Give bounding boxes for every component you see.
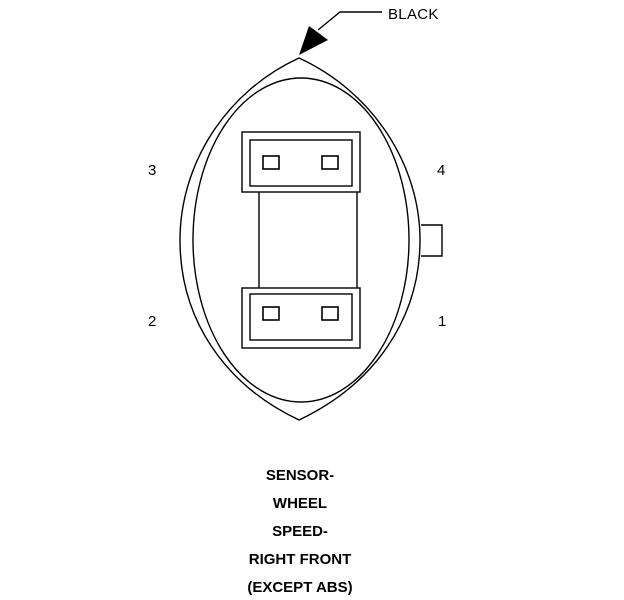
terminal-3 (262, 155, 280, 170)
caption-line-5: (EXCEPT ABS) (247, 579, 353, 596)
caption-line-1: SENSOR- (265, 467, 335, 484)
callout-arrow (299, 11, 382, 55)
pin-label-3: 3 (148, 162, 157, 179)
pin-label-1: 1 (438, 313, 447, 330)
caption-line-4: RIGHT FRONT (248, 551, 352, 568)
terminal-4 (321, 155, 339, 170)
terminal-2 (262, 306, 280, 321)
connector-inner-shell (192, 77, 410, 403)
caption-line-3: SPEED- (272, 523, 328, 540)
terminal-housing-bottom (241, 287, 361, 349)
locking-tab (421, 224, 443, 257)
connector-middle-body (258, 192, 358, 288)
terminal-1 (321, 306, 339, 321)
pin-label-2: 2 (148, 313, 157, 330)
callout-label-black: BLACK (388, 6, 439, 23)
caption-line-2: WHEEL (272, 495, 328, 512)
terminal-housing-top (241, 131, 361, 193)
pin-label-4: 4 (437, 162, 446, 179)
connector-outer-shell (179, 57, 421, 421)
